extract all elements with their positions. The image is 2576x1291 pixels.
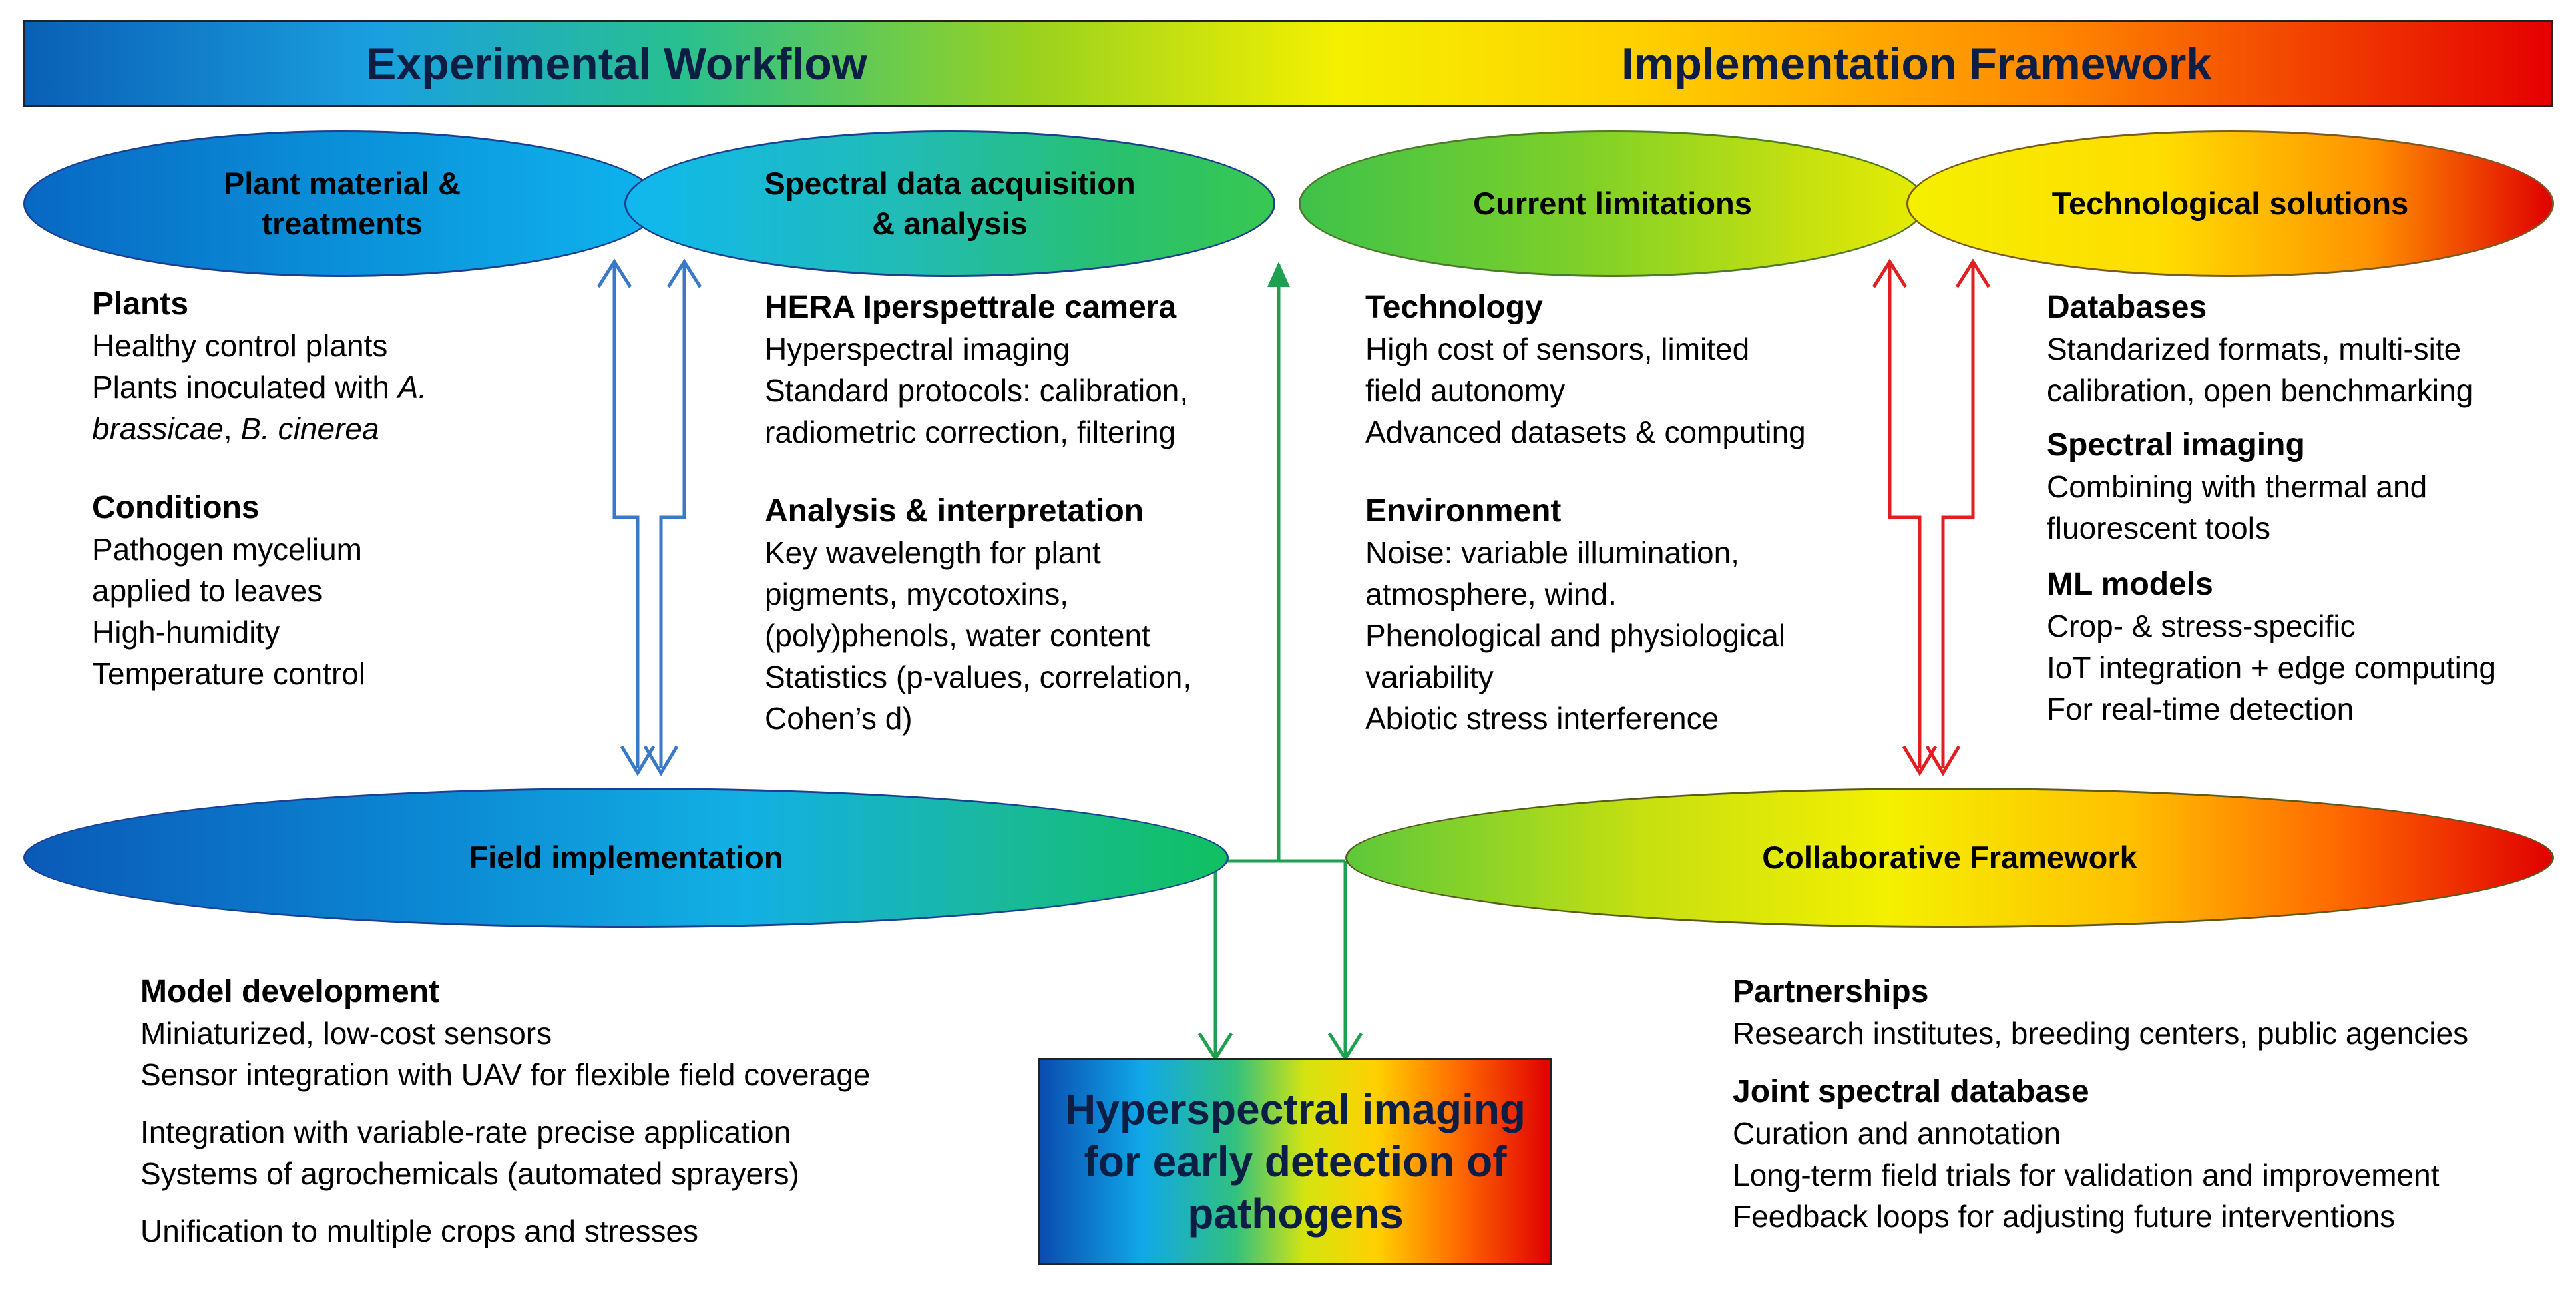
species-name: A. [397, 370, 427, 405]
text-line: Crop- & stress-specific [2047, 609, 2356, 643]
section-heading: Spectral imaging [2047, 427, 2305, 463]
ellipse-current-limitations: Current limitations [1299, 130, 1926, 277]
text-line: applied to leaves [92, 573, 323, 608]
section-heading: ML models [2047, 567, 2213, 602]
red-double-arrow [1872, 258, 1991, 776]
text-line: Standard protocols: calibration, [765, 373, 1189, 408]
text-line: Long-term field trials for validation an… [1733, 1157, 2440, 1192]
text-line: Key wavelength for plant [765, 535, 1101, 570]
center-line: pathogens [1187, 1190, 1404, 1238]
ellipse-label: Plant material & [223, 165, 461, 201]
implementation-framework-title: Implementation Framework [1621, 39, 2212, 89]
text-line: Hyperspectral imaging [765, 332, 1070, 366]
section-heading: Conditions [92, 490, 260, 525]
technology-block: Technology High cost of sensors, limited… [1365, 287, 1806, 453]
text-line: variability [1365, 660, 1494, 694]
conditions-block: Conditions Pathogen mycelium applied to … [92, 487, 365, 694]
text-line: Pathogen mycelium [92, 532, 362, 567]
section-heading: Analysis & interpretation [765, 493, 1144, 529]
text-line: (poly)phenols, water content [765, 618, 1150, 653]
ellipse-label: Collaborative Framework [1762, 839, 2137, 875]
center-line: Hyperspectral imaging [1065, 1085, 1526, 1133]
text-line: Sensor integration with UAV for flexible… [140, 1057, 871, 1092]
partnerships-block: Partnerships Research institutes, breedi… [1733, 971, 2468, 1054]
hyperspectral-detection-box: Hyperspectral imaging for early detectio… [1038, 1058, 1552, 1265]
ellipse-plant-material: Plant material & treatments [23, 130, 661, 277]
center-line: for early detection of [1084, 1137, 1507, 1186]
section-heading: HERA Iperspettrale camera [765, 290, 1177, 325]
text-line: Feedback loops for adjusting future inte… [1733, 1199, 2396, 1234]
text-line: Systems of agrochemicals (automated spra… [140, 1156, 799, 1191]
header-banner: Experimental Workflow Implementation Fra… [23, 20, 2553, 107]
ellipse-collaborative-framework: Collaborative Framework [1345, 788, 2554, 928]
text-line: Curation and annotation [1733, 1116, 2061, 1151]
text-line: Statistics (p-values, correlation, [765, 660, 1192, 694]
ellipse-label: treatments [262, 206, 423, 241]
section-heading: Technology [1365, 290, 1543, 325]
ml-models-block: ML models Crop- & stress-specific IoT in… [2047, 564, 2496, 730]
model-development-block: Model development Miniaturized, low-cost… [140, 971, 871, 1252]
text-line: For real-time detection [2047, 692, 2354, 726]
green-connector [1197, 262, 1363, 1062]
joint-database-block: Joint spectral database Curation and ann… [1733, 1071, 2440, 1237]
text-line: Cohen’s d) [765, 701, 913, 736]
text-line: pigments, mycotoxins, [765, 577, 1069, 611]
text-line: High cost of sensors, limited [1365, 332, 1750, 366]
text-line: fluorescent tools [2047, 511, 2270, 545]
ellipse-label: & analysis [872, 206, 1028, 241]
experimental-workflow-title: Experimental Workflow [366, 39, 867, 89]
text-line: Miniaturized, low-cost sensors [140, 1016, 552, 1051]
text-line: Phenological and physiological [1365, 618, 1786, 653]
text-line: Unification to multiple crops and stress… [140, 1214, 699, 1248]
text-line: Advanced datasets & computing [1365, 415, 1806, 449]
text-line: brassicae, B. cinerea [92, 411, 379, 446]
text-line: Integration with variable-rate precise a… [140, 1115, 791, 1149]
text-line: Healthy control plants [92, 328, 388, 363]
hera-block: HERA Iperspettrale camera Hyperspectral … [765, 287, 1188, 453]
ellipse-label: Spectral data acquisition [764, 165, 1136, 201]
ellipse-label: Current limitations [1473, 185, 1752, 221]
section-heading: Plants [92, 286, 189, 322]
environment-block: Environment Noise: variable illumination… [1365, 491, 1785, 739]
text-line: atmosphere, wind. [1365, 577, 1617, 611]
text-line: Standarized formats, multi-site [2047, 332, 2462, 366]
ellipse-label: Technological solutions [2051, 185, 2409, 221]
text-line: Temperature control [92, 656, 366, 691]
ellipse-technological-solutions: Technological solutions [1906, 130, 2554, 277]
text-line: High-humidity [92, 615, 280, 650]
databases-block: Databases Standarized formats, multi-sit… [2047, 287, 2473, 411]
text-line: IoT integration + edge computing [2047, 650, 2496, 685]
text-line: Abiotic stress interference [1365, 701, 1719, 736]
text-line: field autonomy [1365, 373, 1566, 408]
section-heading: Joint spectral database [1733, 1074, 2089, 1109]
center-title: Hyperspectral imaging for early detectio… [1065, 1083, 1526, 1240]
text-line: Research institutes, breeding centers, p… [1733, 1016, 2469, 1051]
text-line: radiometric correction, filtering [765, 415, 1176, 449]
section-heading: Model development [140, 974, 440, 1009]
plants-block: Plants Healthy control plants Plants ino… [92, 284, 427, 449]
text-line: Plants inoculated with A. [92, 370, 427, 405]
ellipse-field-implementation: Field implementation [23, 788, 1229, 928]
text-line: calibration, open benchmarking [2047, 373, 2474, 408]
section-heading: Partnerships [1733, 974, 1929, 1009]
text-line: Combining with thermal and [2047, 469, 2428, 504]
ellipse-label: Field implementation [469, 839, 783, 875]
analysis-block: Analysis & interpretation Key wavelength… [765, 491, 1191, 739]
section-heading: Environment [1365, 493, 1562, 529]
species-name: B. cinerea [240, 411, 379, 446]
blue-double-arrow [596, 258, 702, 776]
spectral-imaging-block: Spectral imaging Combining with thermal … [2047, 425, 2427, 549]
species-name: brassicae [92, 411, 224, 446]
section-heading: Databases [2047, 290, 2207, 325]
text-line: Noise: variable illumination, [1365, 535, 1739, 570]
ellipse-spectral-data: Spectral data acquisition & analysis [624, 130, 1275, 277]
